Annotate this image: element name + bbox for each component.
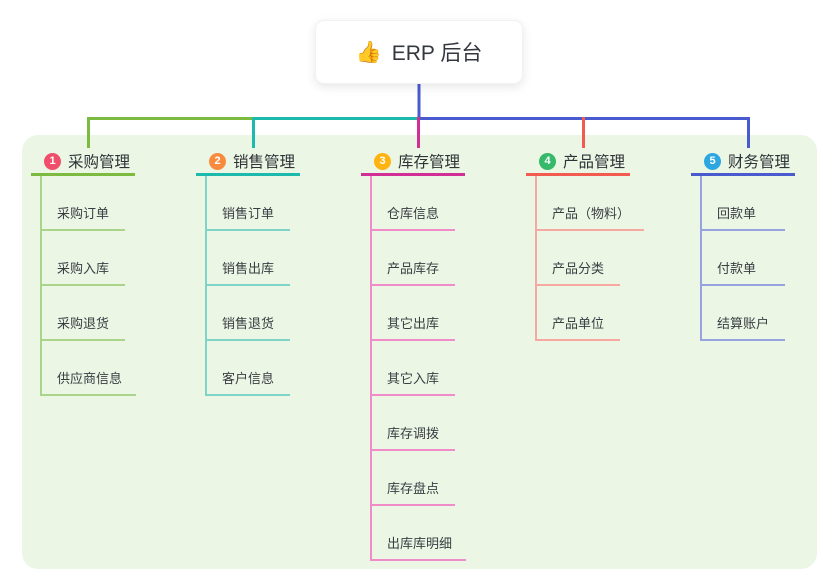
branch-topic[interactable]: 4 产品管理 <box>526 149 630 176</box>
child-node[interactable]: 销售订单 <box>205 176 290 231</box>
branch-topic[interactable]: 1 采购管理 <box>31 149 135 176</box>
branch-children: 销售订单销售出库销售退货客户信息 <box>205 176 290 396</box>
branch-topic[interactable]: 2 销售管理 <box>196 149 300 176</box>
thumbs-up-icon: 👍 <box>355 40 382 64</box>
branch-number-badge: 2 <box>209 152 226 170</box>
child-node[interactable]: 供应商信息 <box>40 341 137 396</box>
branch-number-badge: 5 <box>704 152 721 170</box>
branch-topic-label: 库存管理 <box>398 154 461 171</box>
branch-5: 5 财务管理回款单付款单结算账户 <box>691 149 795 341</box>
child-node[interactable]: 产品分类 <box>535 231 620 286</box>
branches-panel-background <box>22 135 817 569</box>
child-node[interactable]: 仓库信息 <box>370 176 455 231</box>
root-node-label: ERP 后台 <box>391 42 483 65</box>
branch-number-badge: 4 <box>539 152 556 170</box>
child-node[interactable]: 采购入库 <box>40 231 125 286</box>
child-node[interactable]: 回款单 <box>700 176 785 231</box>
branch-topic-label: 采购管理 <box>68 154 131 171</box>
child-node[interactable]: 采购退货 <box>40 286 125 341</box>
child-node[interactable]: 产品库存 <box>370 231 455 286</box>
child-node[interactable]: 其它入库 <box>370 341 455 396</box>
child-node[interactable]: 库存盘点 <box>370 451 455 506</box>
branch-1: 1 采购管理采购订单采购入库采购退货供应商信息 <box>31 149 137 396</box>
branch-number-badge: 1 <box>44 152 61 170</box>
child-node[interactable]: 产品（物料） <box>535 176 645 231</box>
branch-3: 3 库存管理仓库信息产品库存其它出库其它入库库存调拨库存盘点出库库明细 <box>361 149 467 561</box>
branch-topic-label: 销售管理 <box>233 154 296 171</box>
root-node[interactable]: 👍 ERP 后台 <box>315 20 523 84</box>
child-node[interactable]: 产品单位 <box>535 286 620 341</box>
branch-topic-label: 财务管理 <box>728 154 791 171</box>
branch-2: 2 销售管理销售订单销售出库销售退货客户信息 <box>196 149 300 396</box>
child-node[interactable]: 采购订单 <box>40 176 125 231</box>
child-node[interactable]: 付款单 <box>700 231 785 286</box>
branch-topic-label: 产品管理 <box>563 154 626 171</box>
child-node[interactable]: 结算账户 <box>700 286 785 341</box>
branch-topic[interactable]: 5 财务管理 <box>691 149 795 176</box>
child-node[interactable]: 库存调拨 <box>370 396 455 451</box>
branch-number-badge: 3 <box>374 152 391 170</box>
branch-children: 仓库信息产品库存其它出库其它入库库存调拨库存盘点出库库明细 <box>370 176 467 561</box>
child-node[interactable]: 销售出库 <box>205 231 290 286</box>
branch-children: 采购订单采购入库采购退货供应商信息 <box>40 176 137 396</box>
branch-topic[interactable]: 3 库存管理 <box>361 149 465 176</box>
child-node[interactable]: 出库库明细 <box>370 506 467 561</box>
child-node[interactable]: 客户信息 <box>205 341 290 396</box>
branch-4: 4 产品管理产品（物料）产品分类产品单位 <box>526 149 645 341</box>
child-node[interactable]: 销售退货 <box>205 286 290 341</box>
child-node[interactable]: 其它出库 <box>370 286 455 341</box>
branch-children: 产品（物料）产品分类产品单位 <box>535 176 645 341</box>
branch-children: 回款单付款单结算账户 <box>700 176 785 341</box>
